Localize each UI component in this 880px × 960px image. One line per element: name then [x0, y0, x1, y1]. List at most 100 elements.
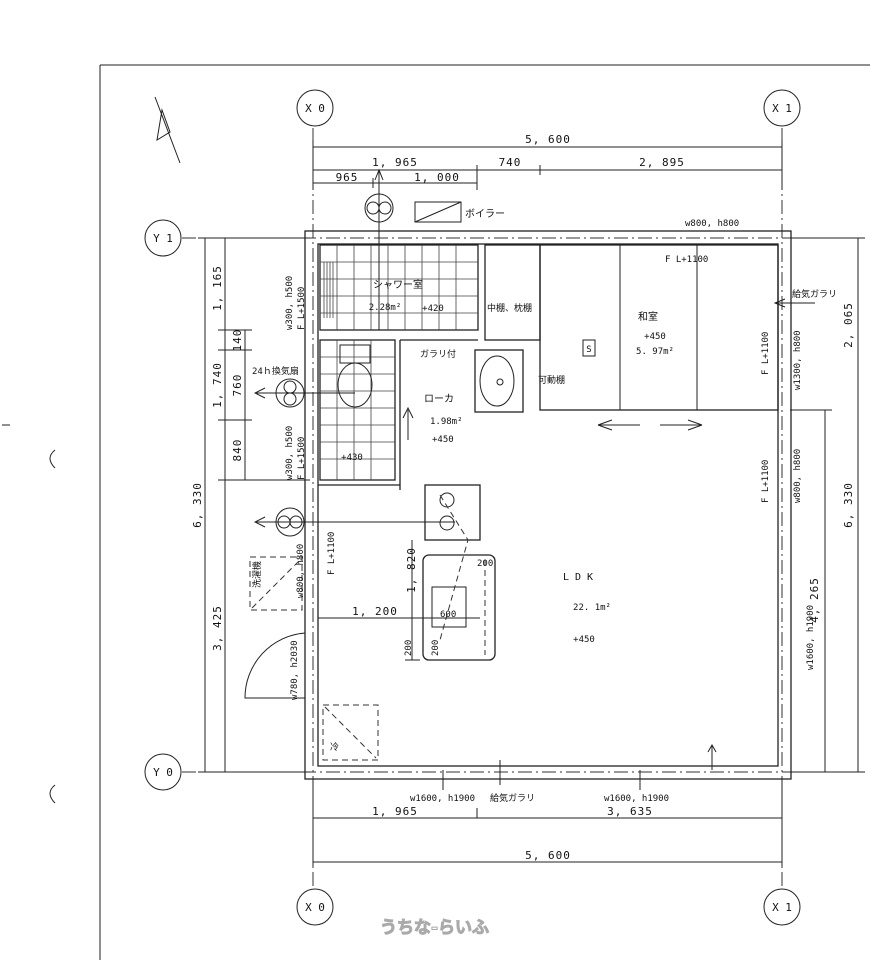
grid-label: X 0 — [305, 102, 325, 115]
s-mark-label: S — [586, 345, 591, 355]
window-label: w800, h800 — [296, 544, 306, 598]
room-name-hall: ローカ — [424, 393, 454, 405]
dim-label: 5, 600 — [525, 133, 571, 146]
dim-label: 1, 165 — [211, 265, 224, 311]
s-mark — [582, 339, 596, 357]
dim-label: 740 — [499, 156, 522, 169]
room-level-toilet: +430 — [341, 453, 363, 463]
vent-arrow-icon — [773, 298, 815, 308]
kitchen-counter: 200 600 200 200 1, 200 1, 820 — [318, 484, 496, 661]
dim-label: 140 — [231, 329, 244, 352]
right-dimensions: 2, 065 6, 330 4, 265 — [790, 237, 865, 773]
grid-marker-x1-top: X 1 — [763, 89, 801, 127]
boiler-label: ボイラー — [465, 208, 505, 220]
window-label: w1600, h1900 — [604, 794, 669, 804]
dim-label: 840 — [231, 439, 244, 462]
dim-label: 2, 065 — [842, 302, 855, 348]
fridge-label: 冷 — [330, 741, 339, 753]
room-level-shower: +420 — [422, 304, 444, 314]
dim-label: 600 — [440, 610, 456, 620]
closet: 中棚、枕棚 可動棚 — [484, 244, 565, 410]
binding-marks — [2, 424, 56, 804]
dim-label: 1, 965 — [372, 805, 418, 818]
japanese-room: S 和室 +450 5. 97m² — [539, 244, 779, 431]
watermark: うちな-らいふ — [380, 918, 489, 938]
dim-label: 1, 000 — [414, 171, 460, 184]
grid-marker-x0-top: X 0 — [296, 89, 334, 127]
fan-icon-toilet: 24ｈ換気扇 — [252, 365, 355, 408]
grid-marker-y0: Y 0 — [144, 753, 182, 791]
window-label: F L+1100 — [665, 255, 708, 265]
washer-label: 洗濯機 — [251, 561, 263, 588]
boiler: ボイラー — [414, 201, 505, 223]
dim-label: 1, 820 — [405, 547, 418, 593]
grid-marker-y1: Y 1 — [144, 219, 182, 257]
window-label: w800, h800 — [685, 219, 739, 229]
window-label: w1600, h1900 — [410, 794, 475, 804]
fan-icon-kitchen — [253, 507, 455, 537]
dim-label: 965 — [336, 171, 359, 184]
window-label: w300, h500 — [285, 426, 295, 480]
grid-marker-x1-bottom: X 1 — [763, 888, 801, 926]
top-dimensions: 5, 600 1, 965 740 2, 895 965 1, 000 — [312, 133, 783, 190]
dim-label: 1, 965 — [372, 156, 418, 169]
dim-label: 6, 330 — [842, 482, 855, 528]
grid-label: Y 1 — [153, 232, 173, 245]
room-name-washitsu: 和室 — [638, 310, 658, 323]
toilet-bowl — [337, 362, 373, 408]
dim-label: 3, 425 — [211, 605, 224, 651]
gallery-label: ガラリ付 — [420, 349, 456, 360]
washing-machine: 洗濯機 — [249, 556, 303, 611]
room-name-shower: シャワー室 — [373, 278, 423, 291]
grid-label: X 1 — [772, 901, 792, 914]
dim-label: 5, 600 — [525, 849, 571, 862]
room-level-hall: +450 — [432, 435, 454, 445]
sliding-door-arrows-icon — [597, 419, 703, 431]
dim-label: 1, 200 — [352, 605, 398, 618]
toilet-room: +430 — [319, 339, 396, 481]
dim-label: 200 — [404, 640, 414, 656]
window-label: F L+1500 — [297, 437, 307, 480]
door-label: w780, h2030 — [290, 640, 300, 700]
shower-room: シャワー室 2.28m² +420 — [319, 244, 479, 331]
refrigerator: 冷 — [322, 704, 379, 761]
grid-label: X 1 — [772, 102, 792, 115]
hallway: ローカ 1.98m² +450 ガラリ付 — [399, 339, 478, 480]
window-label: F L+1100 — [327, 532, 337, 575]
dim-label: 4, 265 — [808, 577, 821, 623]
grid-marker-x0-bottom: X 0 — [296, 888, 334, 926]
window-label: w1600, h1900 — [806, 605, 816, 670]
grid-label: Y 0 — [153, 766, 173, 779]
movable-shelf-label: 可動棚 — [538, 374, 565, 386]
exterior-walls — [304, 230, 792, 780]
entrance-door: w780, h2030 — [244, 632, 306, 700]
room-name-ldk: L D K — [563, 572, 593, 583]
fan-icon-top — [364, 168, 394, 330]
vent-label: 給気ガラリ — [792, 288, 837, 300]
window-label: F L+1500 — [297, 287, 307, 330]
room-area-ldk: 22. 1m² — [573, 603, 611, 613]
dim-label: 2, 895 — [639, 156, 685, 169]
grid-label: X 0 — [305, 901, 325, 914]
toilet-tank — [339, 344, 371, 364]
ldk-room: L D K 22. 1m² +450 — [318, 480, 611, 645]
room-area-washitsu: 5. 97m² — [636, 347, 674, 357]
room-area-shower: 2.28m² — [369, 303, 402, 313]
dim-label: 200 — [431, 640, 441, 656]
north-arrow-icon — [154, 96, 181, 164]
dim-label: 6, 330 — [191, 482, 204, 528]
dim-label: 3, 635 — [607, 805, 653, 818]
window-label: F L+1100 — [761, 332, 771, 375]
dim-label: 200 — [477, 559, 493, 569]
room-level-ldk: +450 — [573, 635, 595, 645]
dim-label: 1, 740 — [211, 362, 224, 408]
window-label: F L+1100 — [761, 460, 771, 503]
fan-label: 24ｈ換気扇 — [252, 365, 299, 377]
window-label: w300, h500 — [285, 276, 295, 330]
left-dimensions: 6, 330 1, 165 1, 740 3, 425 140 760 840 — [191, 237, 310, 773]
vent-label: 給気ガラリ — [490, 792, 535, 804]
washbasin — [474, 349, 524, 413]
closet-label: 中棚、枕棚 — [487, 302, 532, 314]
window-label: w1300, h800 — [793, 330, 803, 390]
